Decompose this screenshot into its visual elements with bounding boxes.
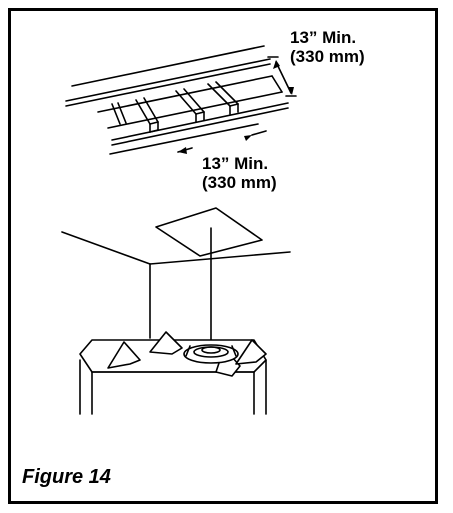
- joist-line: [111, 102, 289, 141]
- dimension-spacing-marker: [177, 130, 267, 153]
- block-right: [207, 81, 239, 115]
- dimension-depth-imperial: 13” Min.: [290, 28, 357, 47]
- header-line: [107, 91, 283, 129]
- joist-line: [65, 58, 271, 102]
- arrowhead: [178, 147, 187, 154]
- dimension-depth-metric: (330 mm): [290, 47, 365, 66]
- standoff-bracket-left: [107, 341, 141, 369]
- header-end: [271, 75, 283, 93]
- joist-line: [111, 107, 289, 146]
- dimension-spacing-metric: (330 mm): [202, 173, 277, 192]
- dimension-depth-label: 13” Min. (330 mm): [290, 28, 365, 66]
- dimension-spacing-label: 13” Min. (330 mm): [202, 154, 277, 192]
- ceiling-opening: [155, 207, 263, 257]
- standoff-bracket-center: [149, 331, 183, 355]
- joist-line: [71, 45, 265, 87]
- figure-caption: Figure 14: [22, 466, 111, 488]
- joist-line: [109, 123, 259, 155]
- arrowhead: [288, 87, 294, 95]
- flue-collar: [183, 344, 239, 364]
- ceiling-joists: [65, 45, 289, 155]
- block-left: [111, 97, 159, 133]
- arrowhead: [244, 135, 252, 141]
- dimension-spacing-imperial: 13” Min.: [202, 154, 269, 173]
- figure-frame: [8, 8, 438, 504]
- standoff-bracket-right-back: [235, 339, 267, 365]
- joist-line: [65, 63, 271, 107]
- block-middle: [175, 88, 205, 123]
- arrowhead: [273, 60, 280, 69]
- header-line: [97, 75, 273, 113]
- room-walls: [61, 227, 291, 345]
